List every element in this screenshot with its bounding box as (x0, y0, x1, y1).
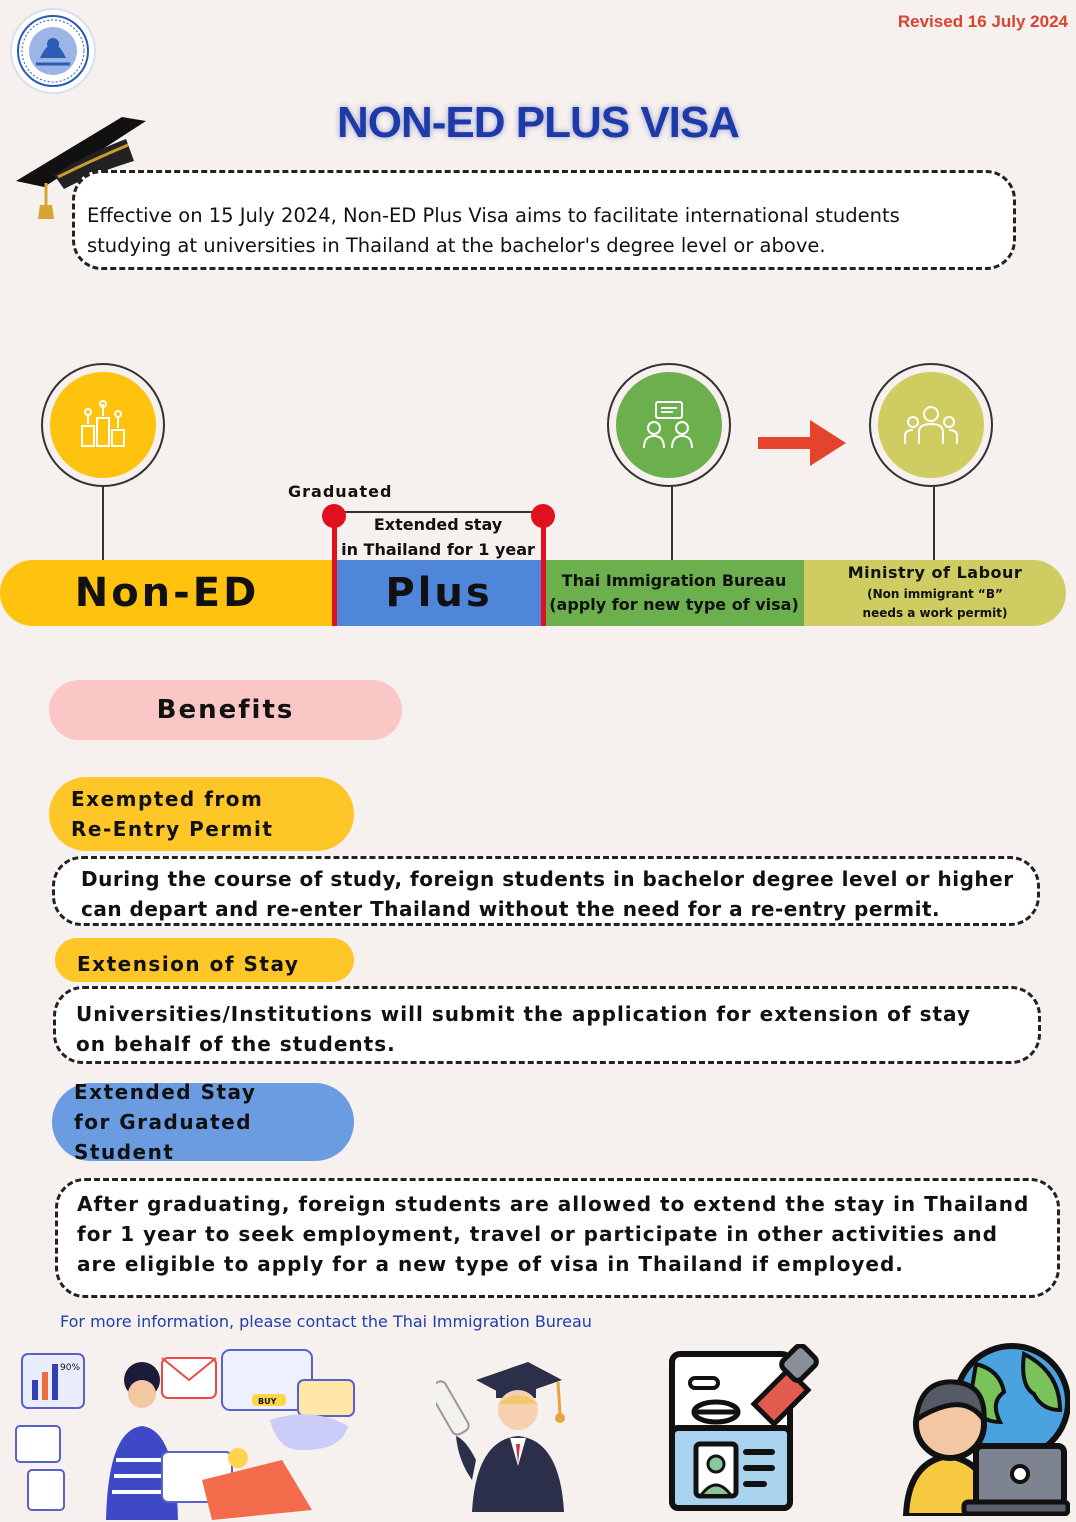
benefit-desc-reentry: During the course of study, foreign stud… (52, 856, 1040, 926)
non-ed-icon-ring (41, 363, 165, 487)
intro-line-2: studying at universities in Thailand at … (87, 234, 826, 257)
labour-icon-ring (869, 363, 993, 487)
remote-worker-globe-icon (902, 1343, 1070, 1516)
plus-segment: Plus (334, 560, 544, 626)
extended-stay-label: Extended stay in Thailand for 1 year (341, 515, 535, 559)
intro-box: Effective on 15 July 2024, Non-ED Plus V… (72, 170, 1016, 270)
workers-group-icon (878, 372, 984, 478)
benefit-title-graduated: Extended Stay for Graduated Student (52, 1080, 354, 1164)
benefits-heading: Benefits (49, 680, 402, 740)
benefit-desc-graduated: After graduating, foreign students are a… (55, 1178, 1060, 1298)
benefit-title-reentry: Exempted from Re-Entry Permit (49, 777, 354, 851)
page-title: NON-ED PLUS VISA (336, 98, 740, 147)
graduate-student-illustration (436, 1362, 565, 1512)
immigration-icon-ring (607, 363, 731, 487)
extended-stay-bracket (336, 511, 544, 513)
consultation-icon (616, 372, 722, 478)
connector-line (102, 487, 104, 560)
benefit-title-extension: Extension of Stay (55, 938, 354, 982)
intro-line-1: Effective on 15 July 2024, Non-ED Plus V… (87, 204, 900, 227)
arrow-right-icon (758, 420, 846, 466)
passport-stamp-icon (669, 1344, 819, 1511)
connector-line (671, 487, 673, 560)
stats-label-90: 90% (60, 1363, 80, 1373)
graduation-cap-icon (16, 117, 146, 219)
non-ed-segment: Non-ED (0, 560, 334, 626)
buy-label: BUY (258, 1397, 277, 1406)
immigration-seal-icon (10, 8, 96, 94)
podium-icon (50, 372, 156, 478)
stay-end-pin (531, 504, 555, 528)
contact-note: For more information, please contact the… (60, 1312, 592, 1331)
labour-segment: Ministry of Labour (Non immigrant “B” ne… (804, 560, 1066, 626)
immigration-segment: Thai Immigration Bureau (apply for new t… (544, 560, 804, 626)
online-work-illustration: 90% BUY (15, 1349, 355, 1520)
graduated-label: Graduated (288, 482, 393, 501)
benefit-desc-extension: Universities/Institutions will submit th… (53, 986, 1041, 1064)
graduation-marker (332, 516, 337, 626)
graduation-pin (322, 504, 346, 528)
connector-line (933, 487, 935, 560)
stay-end-marker (541, 516, 546, 626)
revised-date: Revised 16 July 2024 (897, 12, 1068, 31)
